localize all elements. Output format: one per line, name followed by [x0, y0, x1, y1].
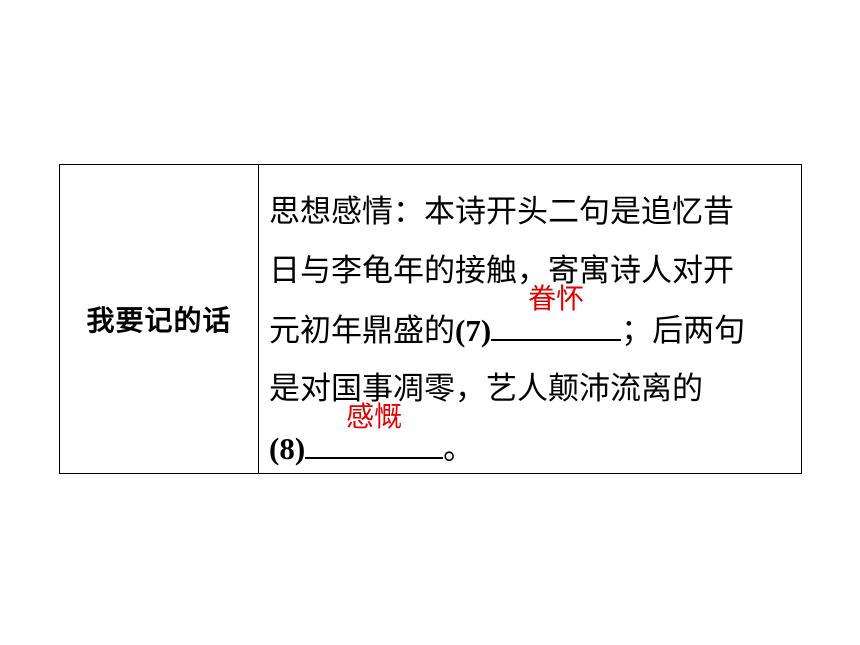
label-cell: 我要记的话 [60, 165, 259, 473]
blank-7-number: (7) [455, 313, 492, 348]
row-label: 我要记的话 [86, 304, 232, 337]
content-line-2: 日与李龟年的接触，寄寓诗人对开 [269, 253, 734, 289]
blank-7-field[interactable]: 眷怀 [491, 283, 622, 341]
content-line-1: 思想感情：本诗开头二句是追忆昔 [269, 194, 734, 230]
content-line-5: (8) 感慨。 [269, 401, 791, 478]
blank-7-answer: 眷怀 [528, 282, 585, 315]
line-3-suffix: ；后两句 [621, 313, 746, 349]
blank-8-number: (8) [269, 431, 306, 466]
content-line-4: 是对国事凋零，艺人颠沛流离的 [269, 371, 703, 407]
note-table: 我要记的话 思想感情：本诗开头二句是追忆昔 日与李龟年的接触，寄寓诗人对开 元初… [59, 164, 802, 474]
content-line-3: 元初年鼎盛的(7) 眷怀 ；后两句 [269, 283, 791, 360]
blank-8-answer: 感慨 [346, 400, 403, 433]
content-cell: 思想感情：本诗开头二句是追忆昔 日与李龟年的接触，寄寓诗人对开 元初年鼎盛的(7… [259, 165, 801, 473]
line-5-suffix: 。 [443, 431, 475, 467]
blank-8-field[interactable]: 感慨 [305, 401, 444, 459]
line-3-prefix: 元初年鼎盛的 [269, 313, 455, 349]
